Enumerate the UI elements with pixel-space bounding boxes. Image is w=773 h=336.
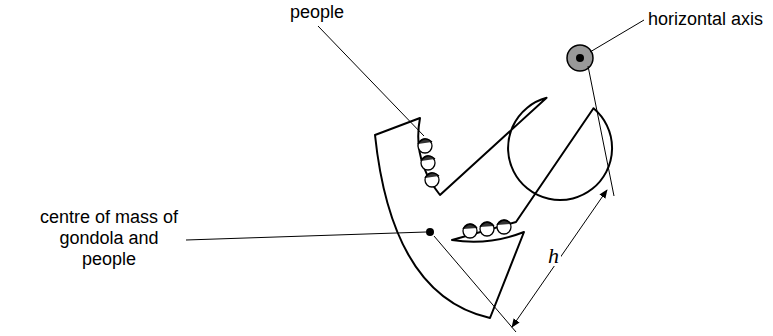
part-label: people <box>290 2 344 23</box>
leader-line <box>590 20 644 52</box>
part-label: horizontal axis <box>648 9 763 30</box>
people-left <box>418 139 439 187</box>
dimension-arrow <box>512 190 607 327</box>
axis-dot <box>576 54 584 62</box>
centre-of-mass-dot <box>426 228 434 236</box>
axle-hub <box>567 45 593 71</box>
extension-line <box>434 236 516 332</box>
extension-line <box>588 66 614 196</box>
leader-line <box>186 232 426 240</box>
people-lower <box>463 220 511 238</box>
leader-line <box>318 26 424 136</box>
dimension-label: h <box>546 245 561 266</box>
part-label: centre of mass of gondola and people <box>34 207 184 270</box>
gondola-outline <box>375 98 612 318</box>
